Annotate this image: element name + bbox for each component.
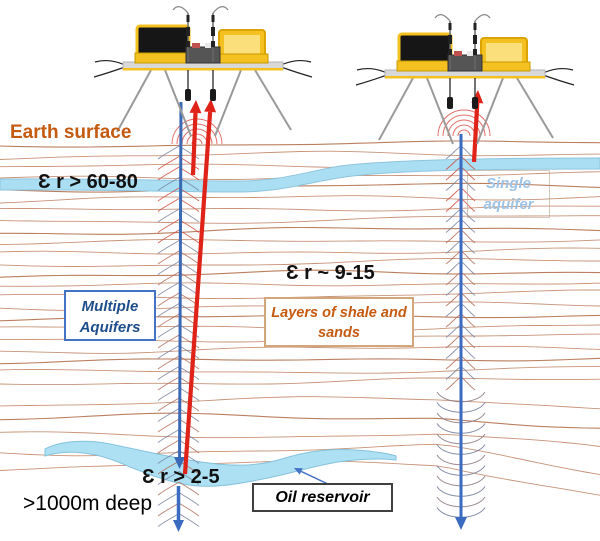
shale-layers-line2: sands: [318, 325, 360, 341]
multiple-aquifers-callout: Multiple Aquifers: [64, 290, 156, 341]
oil-reservoir-callout: Oil reservoir: [252, 483, 393, 512]
shale-layers-callout: Layers of shale and sands: [264, 297, 414, 347]
oil-reservoir-pointer: [294, 468, 331, 486]
right-measurement-station: [355, 14, 575, 145]
single-aquifer-line1: Single: [485, 175, 531, 192]
left-borehole-arrow: [173, 101, 186, 532]
single-aquifer-line2: aquifer: [483, 196, 534, 213]
multiple-aquifers-line1: Multiple: [81, 298, 139, 315]
earth-surface-label: Earth surface: [10, 122, 132, 143]
oil-reservoir-body: [44, 440, 397, 487]
left-measurement-station: [93, 6, 313, 137]
permittivity-middle-label: Ɛ r ~ 9-15: [286, 262, 375, 284]
multiple-aquifers-line2: Aquifers: [79, 319, 141, 336]
permittivity-top-label: Ɛ r > 60-80: [38, 171, 138, 193]
depth-note-label: >1000m deep: [23, 492, 153, 515]
right-borehole-arrow: [455, 134, 467, 530]
reflected-signal-arrows: [182, 90, 484, 475]
shale-layers-line1: Layers of shale and: [271, 305, 407, 321]
permittivity-bottom-label: Ɛ r > 2-5: [142, 466, 220, 488]
single-aquifer-callout: Single aquifer: [467, 170, 550, 218]
